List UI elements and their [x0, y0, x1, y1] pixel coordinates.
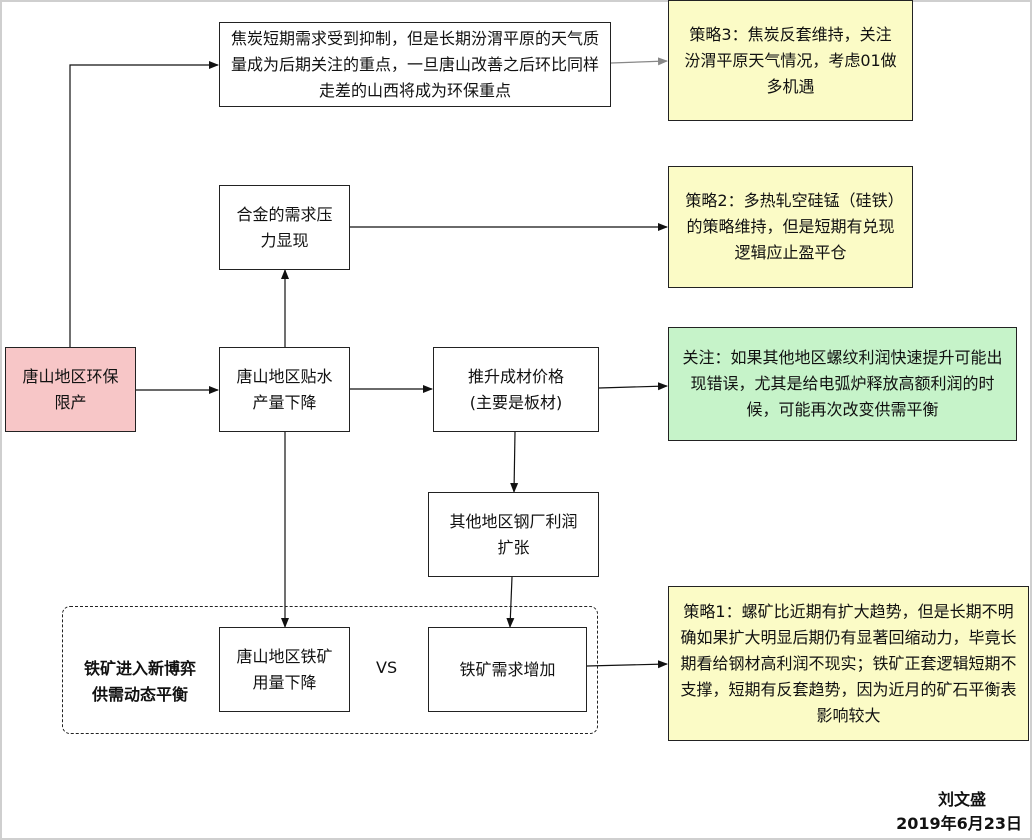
ore-game-group	[62, 606, 598, 734]
author-name: 刘文盛	[937, 790, 986, 809]
node-ore-demand-up-text: 铁矿需求增加	[459, 659, 556, 679]
node-hot-metal-drop-text: 唐山地区贴水产量下降	[236, 366, 333, 412]
node-other-mills-profit-text: 其他地区钢厂利润扩张	[449, 511, 578, 557]
edge-coke-to-s3	[610, 57, 668, 66]
node-push-prices-text: 推升成材价格 (主要是板材)	[467, 366, 564, 412]
strategy-1-box: 策略1：螺矿比近期有扩大趋势，但是长期不明确如果扩大明显后期仍有显著回缩动力，毕…	[668, 586, 1029, 741]
node-hot-metal-drop: 唐山地区贴水产量下降	[219, 347, 350, 432]
group-label: 铁矿进入新博弈 供需动态平衡	[83, 659, 196, 704]
node-alloy-pressure-text: 合金的需求压力显现	[236, 204, 333, 250]
strategy-3-box: 策略3：焦炭反套维持，关注汾渭平原天气情况，考虑01做多机遇	[668, 0, 913, 121]
edge-restrict-to-coke	[69, 61, 219, 347]
node-coke-demand-text: 焦炭短期需求受到抑制，但是长期汾渭平原的天气质量成为后期关注的重点，一旦唐山改善…	[230, 28, 599, 100]
node-other-mills-profit: 其他地区钢厂利润扩张	[428, 492, 599, 577]
focus-box: 关注：如果其他地区螺纹利润快速提升可能出现错误，尤其是给电弧炉释放高额利润的时候…	[668, 327, 1017, 441]
node-tangshan-restrict: 唐山地区环保限产	[5, 347, 136, 432]
edge-profit-to-oredemand	[506, 576, 515, 628]
node-ore-use-drop: 唐山地区铁矿用量下降	[219, 627, 350, 712]
edge-prices-to-focus	[598, 382, 668, 391]
vs-label: VS	[376, 658, 398, 677]
node-coke-demand: 焦炭短期需求受到抑制，但是长期汾渭平原的天气质量成为后期关注的重点，一旦唐山改善…	[219, 22, 611, 107]
strategy-1-text: 策略1：螺矿比近期有扩大趋势，但是长期不明确如果扩大明显后期仍有显著回缩动力，毕…	[680, 601, 1017, 725]
strategy-2-text: 策略2：多热轧空硅锰（硅铁）的策略维持，但是短期有兑现逻辑应止盈平仓	[685, 191, 896, 262]
strategy-2-box: 策略2：多热轧空硅锰（硅铁）的策略维持，但是短期有兑现逻辑应止盈平仓	[668, 166, 913, 288]
edge-prices-to-profit	[510, 431, 519, 493]
edge-oredemand-to-s1	[586, 660, 668, 669]
node-ore-use-drop-text: 唐山地区铁矿用量下降	[236, 646, 333, 692]
author-date: 2019年6月23日	[896, 814, 1022, 833]
node-tangshan-restrict-text: 唐山地区环保限产	[22, 366, 119, 412]
node-ore-demand-up: 铁矿需求增加	[428, 627, 587, 712]
strategy-3-text: 策略3：焦炭反套维持，关注汾渭平原天气情况，考虑01做多机遇	[684, 24, 897, 96]
node-push-prices: 推升成材价格 (主要是板材)	[433, 347, 599, 432]
node-alloy-pressure: 合金的需求压力显现	[219, 185, 350, 270]
focus-text: 关注：如果其他地区螺纹利润快速提升可能出现错误，尤其是给电弧炉释放高额利润的时候…	[682, 348, 1003, 419]
